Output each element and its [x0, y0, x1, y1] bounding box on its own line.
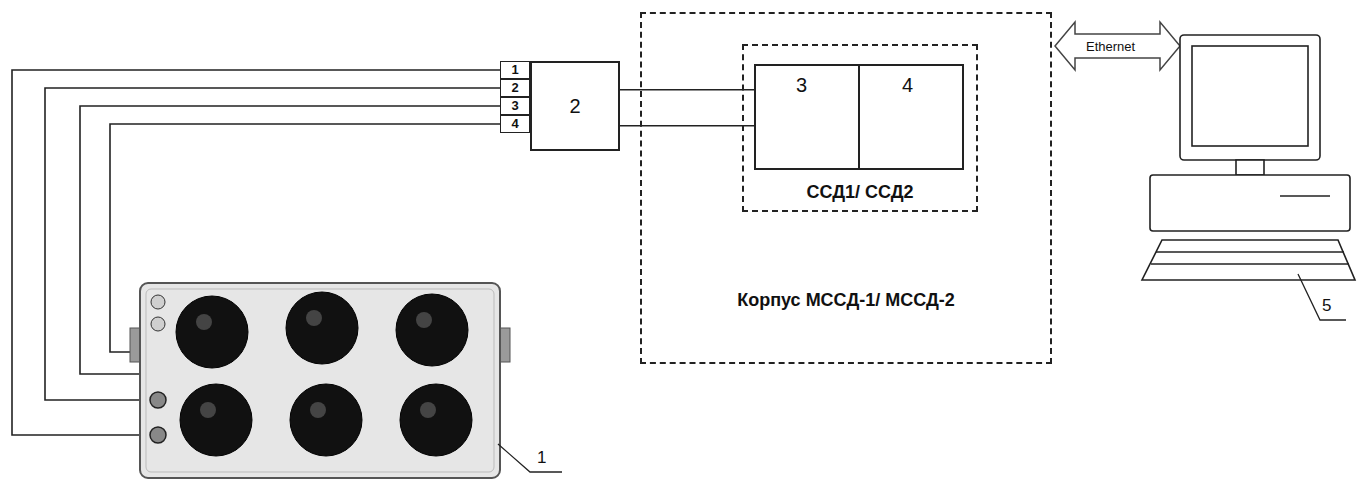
node-text: 1 — [511, 62, 518, 77]
leader-line — [498, 444, 562, 472]
module-outline: ССД1/ ССД2 3 4 — [742, 44, 978, 212]
terminal-pin: 1 — [500, 61, 530, 79]
node-text: Корпус МССД-1/ МССД-2 — [737, 290, 955, 311]
device-illustration — [130, 283, 510, 478]
callout-number: 1 — [535, 448, 548, 468]
adapter-box: 2 — [530, 61, 620, 151]
node-text: 3 — [511, 98, 518, 113]
terminal-pin: 2 — [500, 79, 530, 97]
node-text: 4 — [511, 116, 518, 131]
module-box: 4 — [858, 64, 964, 170]
node-text: 2 — [511, 80, 518, 95]
ethernet-arrow — [1055, 22, 1180, 70]
node-text: 3 — [796, 74, 807, 97]
computer-icon — [1142, 35, 1355, 280]
node-text: 4 — [902, 74, 913, 97]
label-anchor: 5 — [1320, 296, 1333, 316]
module-box: 3 — [754, 64, 860, 170]
callout-number: 5 — [1320, 296, 1333, 316]
label-anchor: Ethernet — [1084, 37, 1137, 55]
terminal-pin: 4 — [500, 115, 530, 133]
terminal-pin: 3 — [500, 97, 530, 115]
interface-label: Ethernet — [1084, 40, 1137, 55]
node-text: 2 — [569, 95, 580, 118]
housing-outline: Корпус МССД-1/ МССД-2 ССД1/ ССД2 3 4 — [640, 12, 1052, 364]
leader-line — [1298, 274, 1346, 320]
label-anchor: 1 — [535, 448, 548, 468]
node-text: ССД1/ ССД2 — [806, 182, 913, 203]
